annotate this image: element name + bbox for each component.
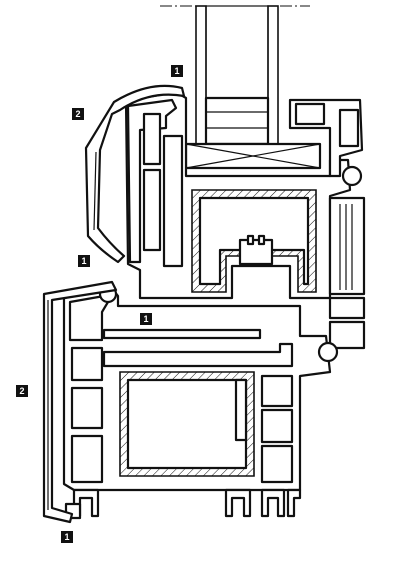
callout-label: 2 xyxy=(19,386,24,396)
outer-cap-upper xyxy=(84,84,186,264)
callout-label: 1 xyxy=(64,532,69,542)
callout-label: 1 xyxy=(143,314,148,324)
callout-label: 1 xyxy=(81,256,86,266)
callout-badge-1-bottom: 1 xyxy=(61,531,73,543)
callout-label: 2 xyxy=(75,109,80,119)
callout-label: 1 xyxy=(174,66,179,76)
outer-cap-lower xyxy=(42,280,118,524)
callout-badge-1-top: 1 xyxy=(171,65,183,77)
frame-profile xyxy=(62,284,339,520)
sash-profile xyxy=(118,90,366,350)
callout-badge-2-upper: 2 xyxy=(72,108,84,120)
glazing-unit xyxy=(184,5,322,170)
callout-badge-1-center: 1 xyxy=(140,313,152,325)
callout-badge-2-lower: 2 xyxy=(16,385,28,397)
callout-badge-1-middle: 1 xyxy=(78,255,90,267)
